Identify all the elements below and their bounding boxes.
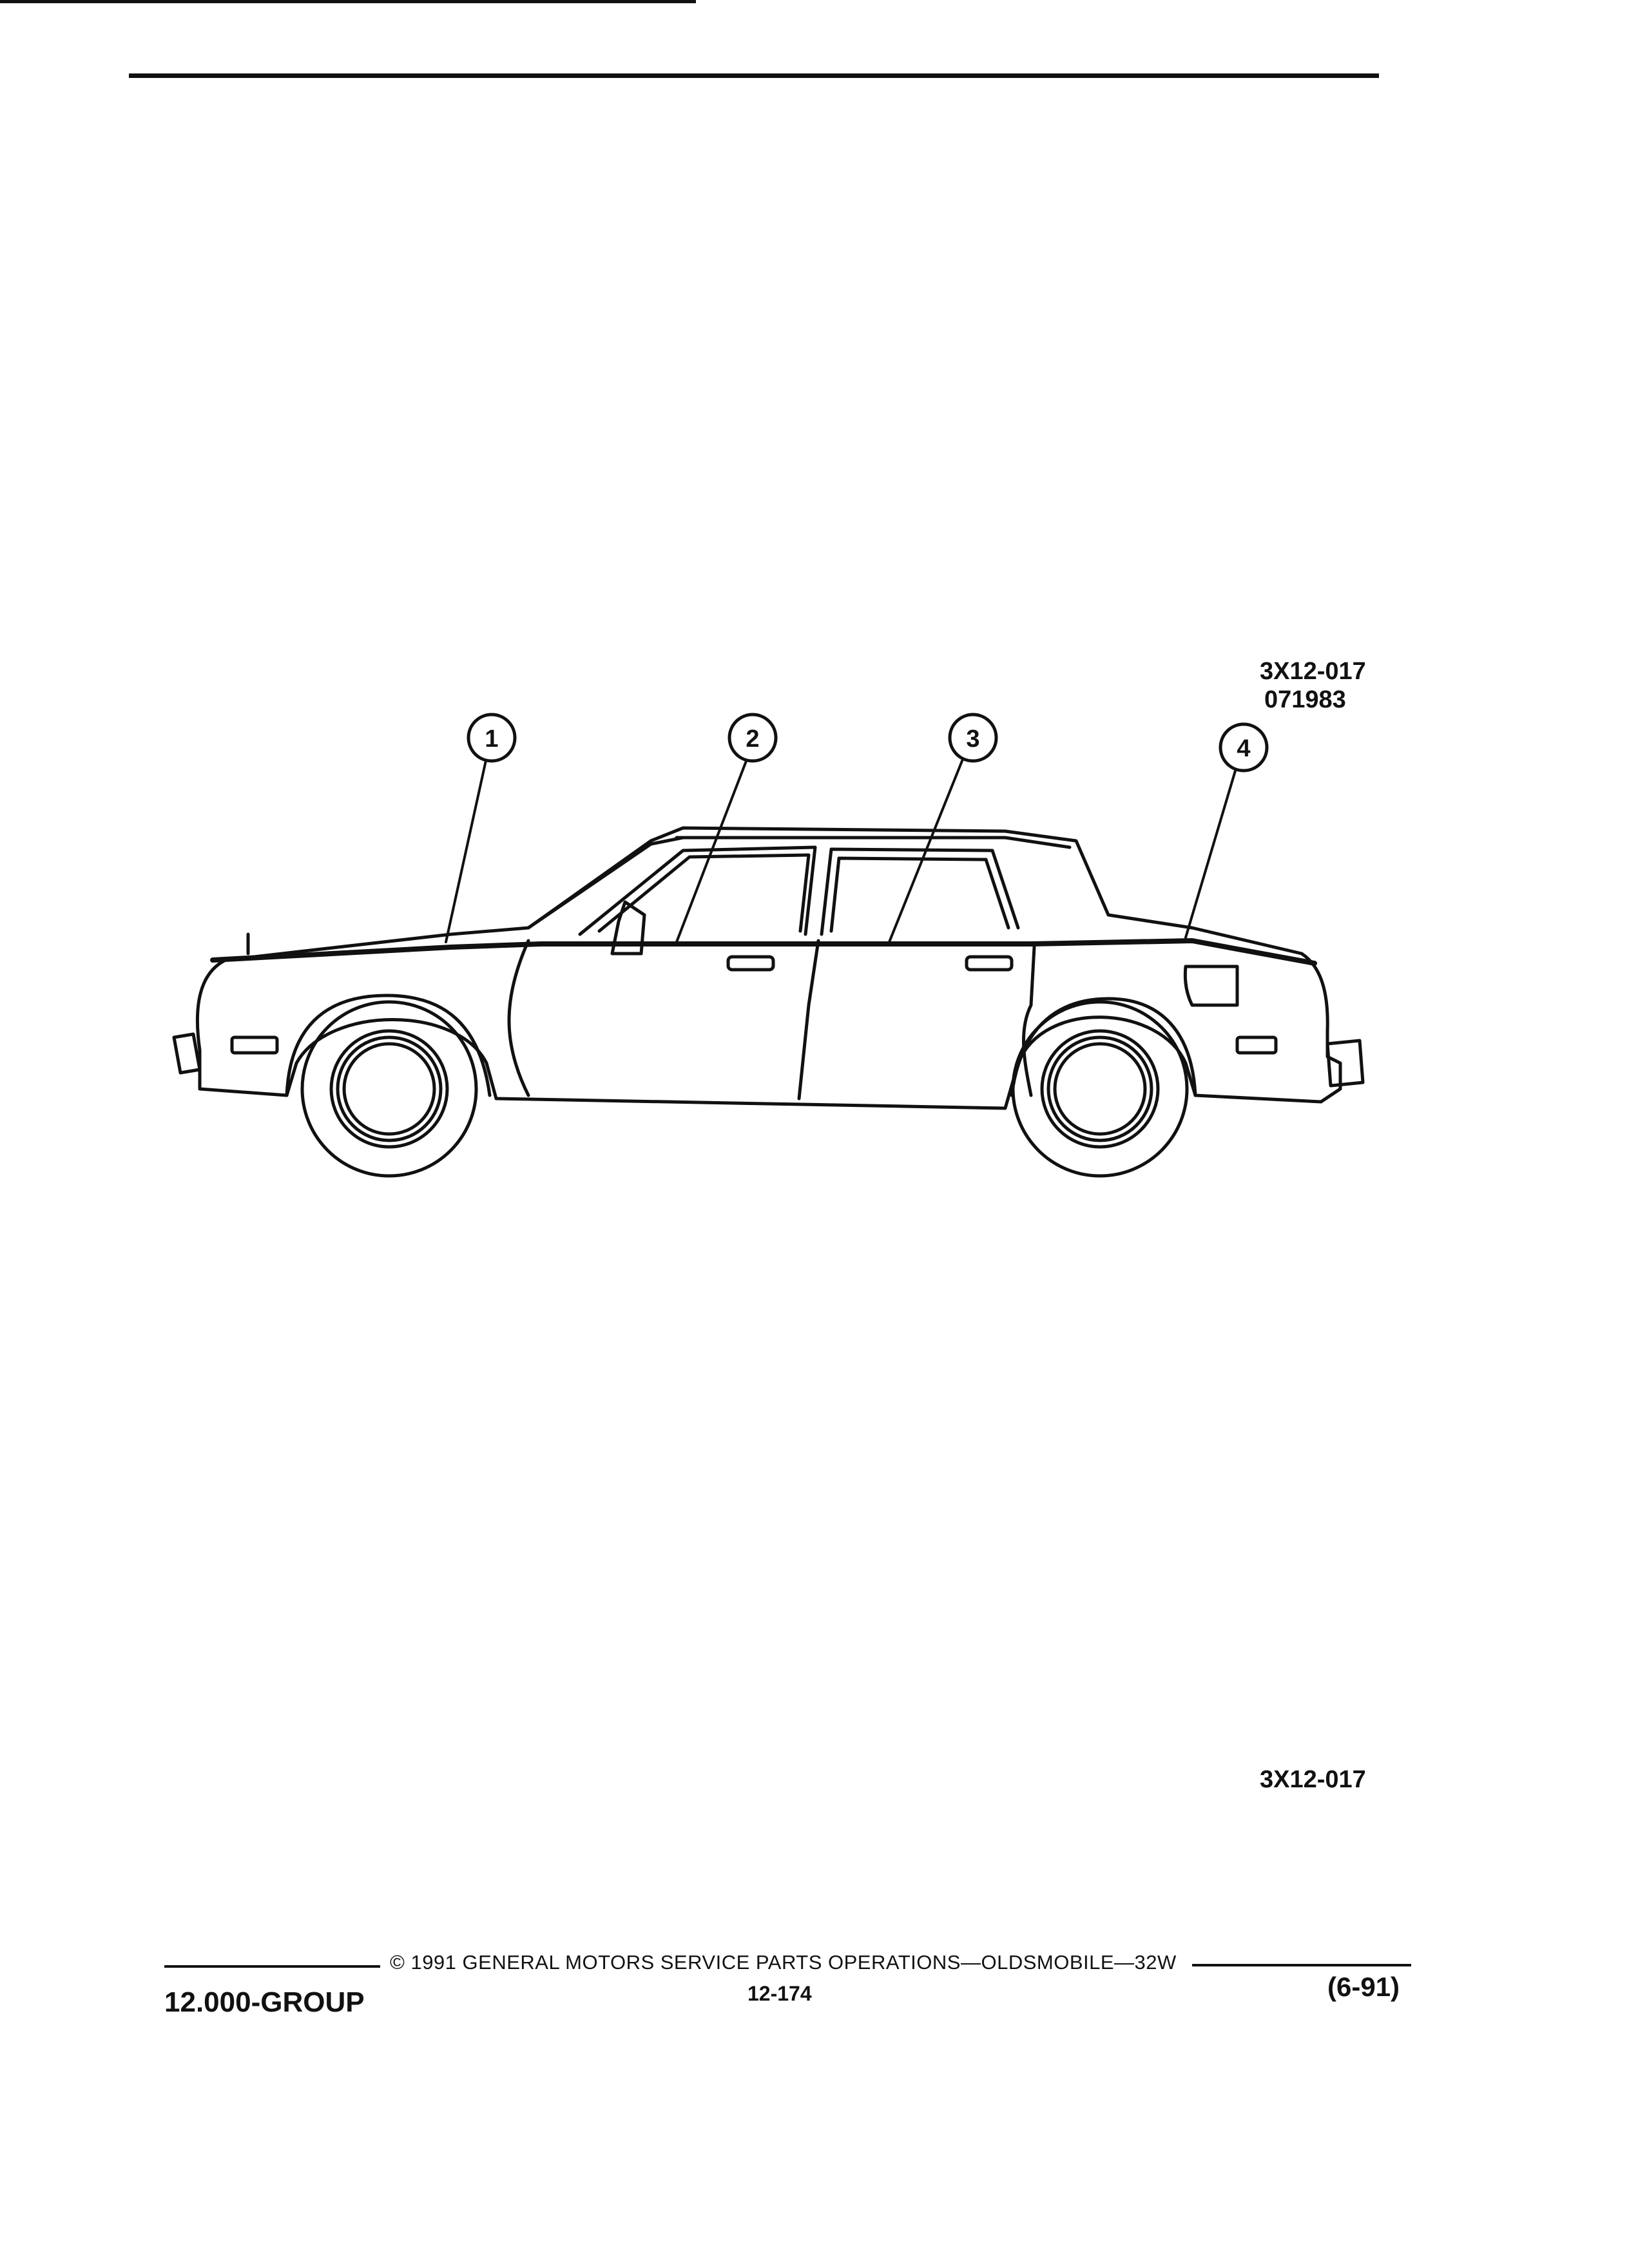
rear-door-cut — [1022, 945, 1036, 1097]
callout-3-number: 3 — [966, 726, 979, 753]
front-wheel-arch — [285, 994, 492, 1097]
callout-4-circle — [1219, 722, 1269, 773]
callout-4-number: 4 — [1237, 735, 1250, 762]
rear-door-window — [820, 847, 1020, 936]
front-bumper — [172, 1032, 202, 1075]
front-door-window-inner — [597, 853, 811, 933]
windshield — [526, 836, 685, 930]
footer-group: 12.000-GROUP — [164, 1986, 365, 2018]
callout-2-leader — [675, 756, 749, 943]
roof-line — [675, 836, 1072, 849]
footer-page-number: 12-174 — [747, 1982, 812, 2005]
header-rule — [129, 73, 1379, 78]
rear-door-window-inner — [829, 856, 1010, 933]
figure-code-bottom: 3X12-017 — [1260, 1766, 1366, 1793]
footer-copyright: © 1991 GENERAL MOTORS SERVICE PARTS OPER… — [390, 1951, 1177, 1974]
front-door-handle — [726, 955, 775, 972]
center-door-cut — [797, 939, 820, 1100]
rear-door-handle — [965, 955, 1014, 972]
rear-marker-light — [1235, 1035, 1278, 1055]
figure-date-code: 071983 — [1264, 686, 1346, 713]
rear-bumper — [1325, 1039, 1365, 1088]
front-marker-light — [230, 1035, 279, 1055]
rear-wheel-arch — [1010, 997, 1197, 1097]
footer-rule-right — [1192, 1964, 1411, 1966]
fuel-door — [1183, 965, 1239, 1007]
front-door-window — [578, 845, 817, 936]
figure-code-top: 3X12-017 — [1260, 658, 1366, 685]
callout-1-number: 1 — [485, 726, 498, 753]
body-side-molding — [210, 938, 1317, 966]
callout-1-circle — [467, 713, 517, 763]
callout-4-leader — [1184, 767, 1237, 939]
rear-wheel — [1011, 1000, 1189, 1178]
callout-3-circle — [948, 713, 998, 763]
front-door-cut — [507, 939, 530, 1097]
callout-2-circle — [728, 713, 778, 763]
car-body-outline — [195, 826, 1342, 1110]
side-mirror — [610, 900, 646, 956]
callout-1-leader — [445, 756, 488, 943]
callout-3-leader — [888, 756, 965, 943]
top-edge-rule — [0, 0, 696, 3]
footer-revision: (6-91) — [1327, 1972, 1400, 2002]
front-wheel — [300, 1000, 478, 1178]
callout-2-number: 2 — [746, 726, 759, 753]
footer-rule-left — [164, 1965, 380, 1968]
